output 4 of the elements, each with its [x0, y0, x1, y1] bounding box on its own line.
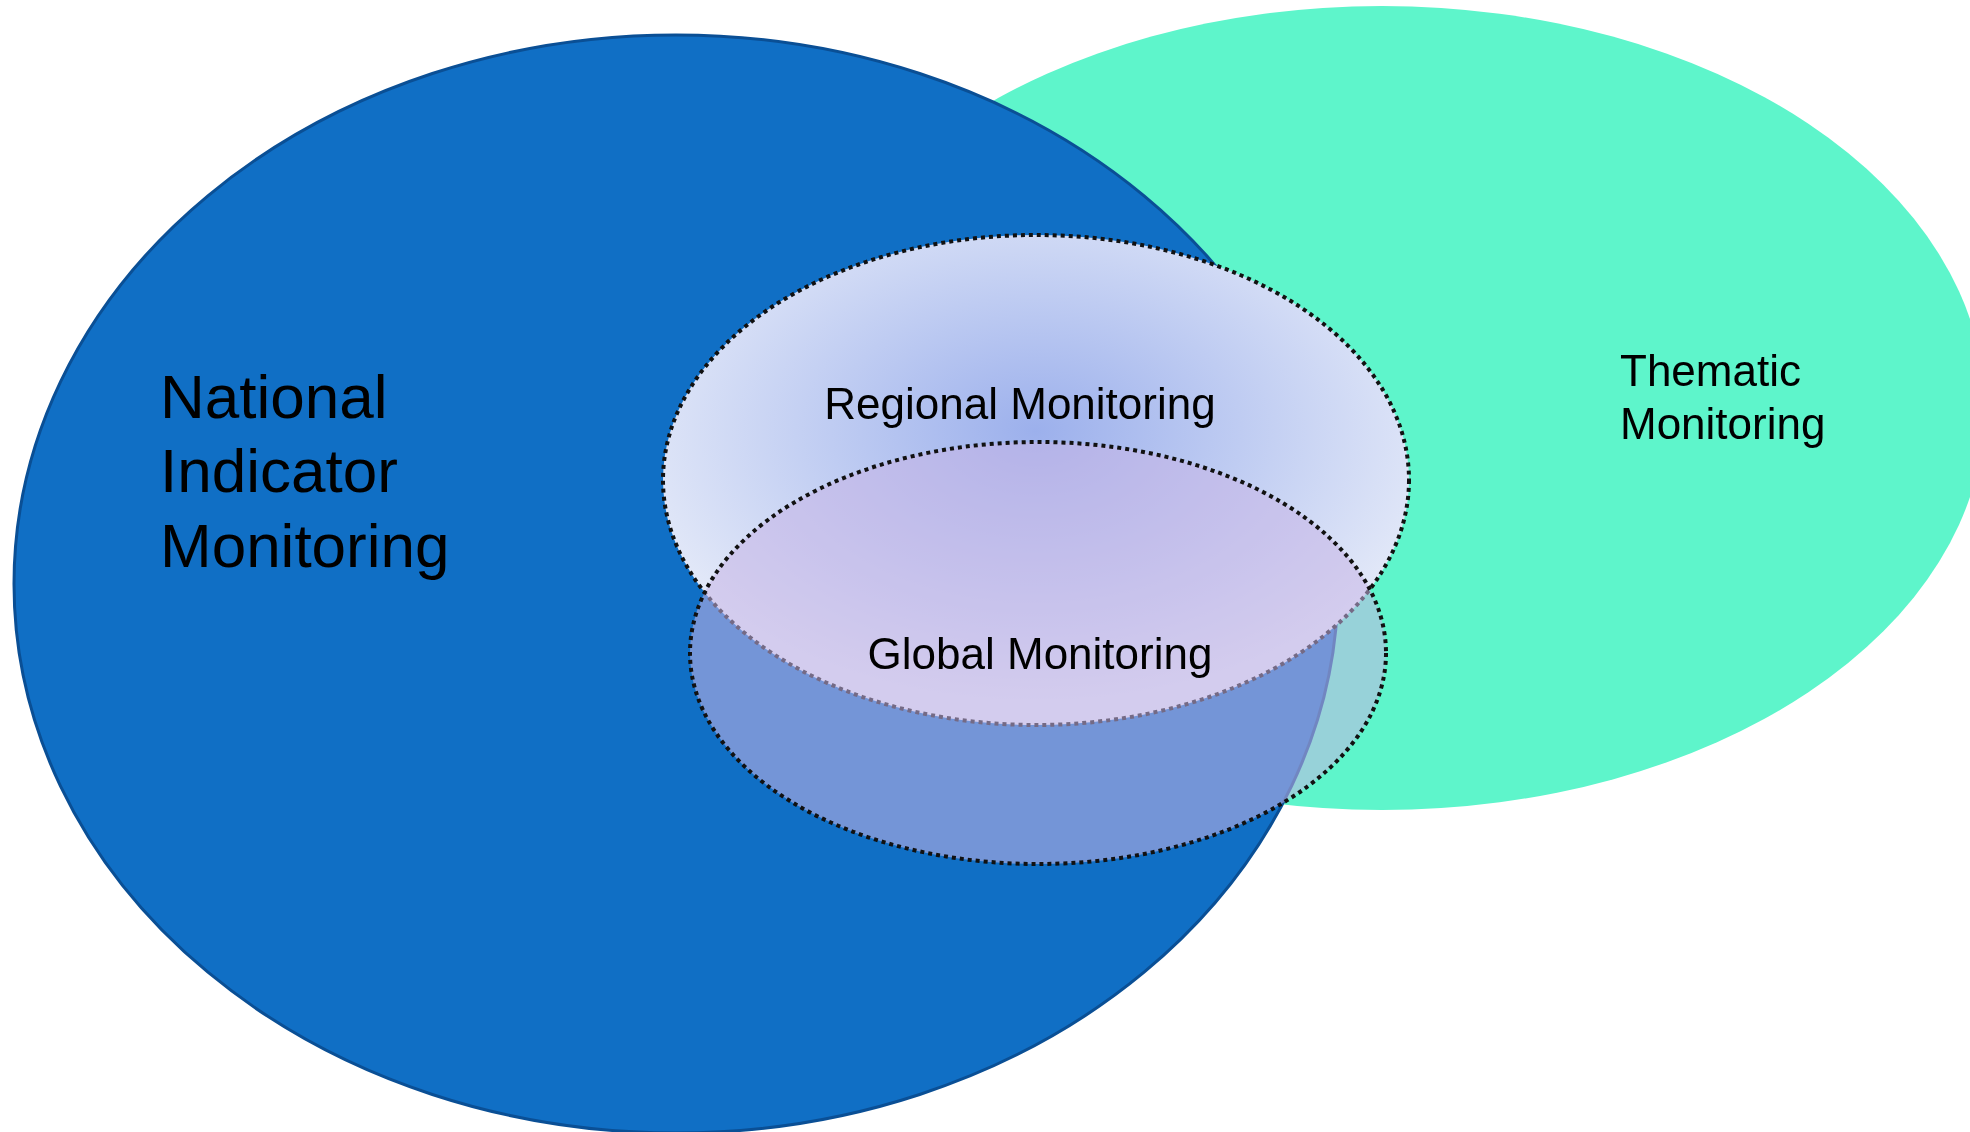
set-label: Global Monitoring	[866, 628, 1214, 680]
set-label: Thematic Monitoring	[1620, 345, 1827, 450]
set-label: National Indicator Monitoring	[160, 361, 451, 582]
set-label: Regional Monitoring	[823, 378, 1217, 430]
